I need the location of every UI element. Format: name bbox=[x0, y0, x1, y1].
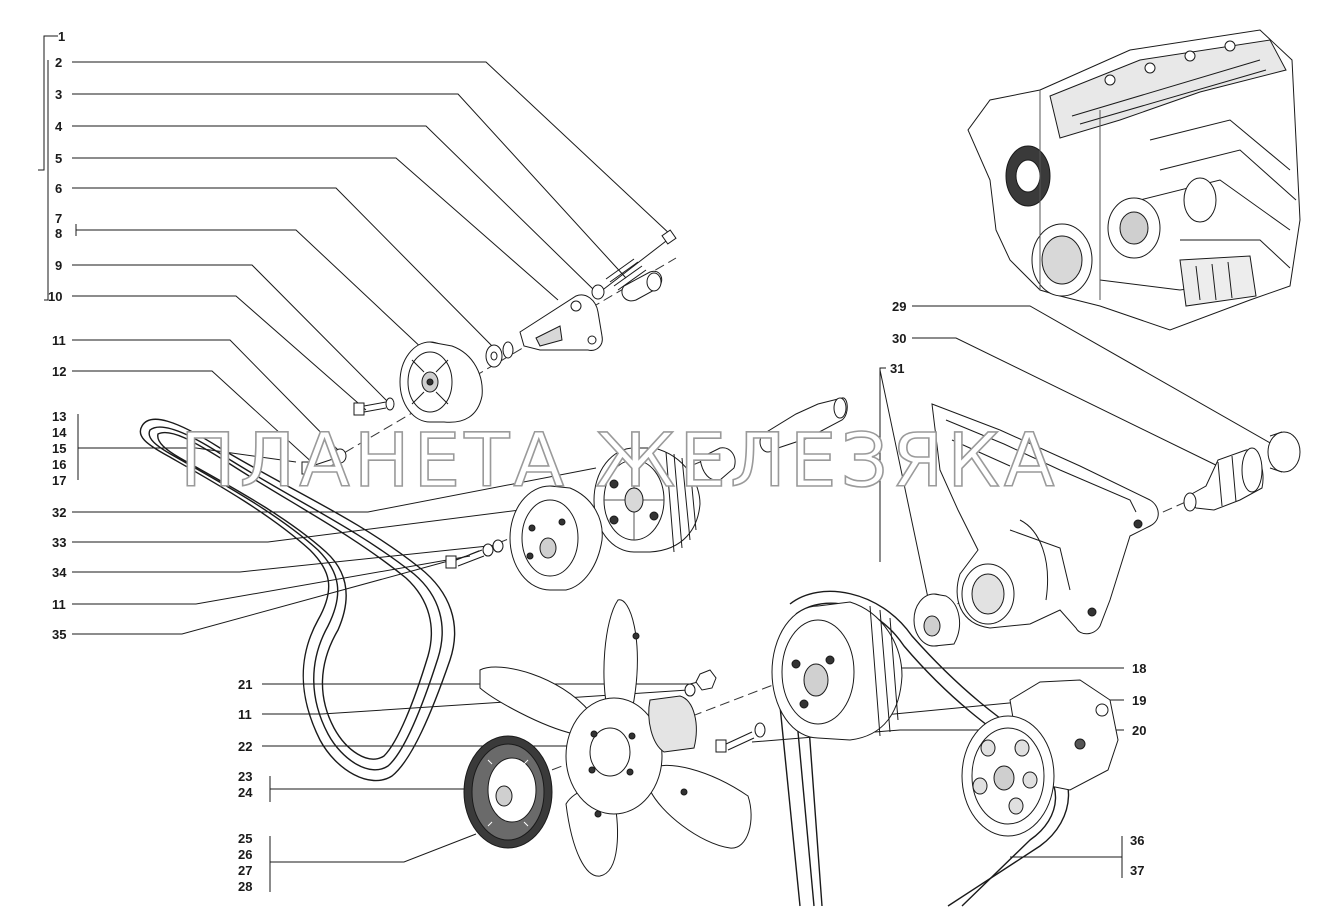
callout-label: 11 bbox=[238, 707, 252, 722]
callout-label: 34 bbox=[52, 565, 67, 580]
water-pump-pulley bbox=[715, 601, 903, 753]
crankshaft-pulley bbox=[593, 397, 848, 553]
callout-label: 10 bbox=[48, 289, 63, 304]
callout-label: 13 bbox=[52, 409, 67, 424]
callout-label: 33 bbox=[52, 535, 67, 550]
callout-label: 4 bbox=[55, 119, 63, 134]
callout-label: 21 bbox=[238, 677, 253, 692]
callout-label: 9 bbox=[55, 258, 63, 273]
callout-label: 1 bbox=[58, 29, 66, 44]
callout-label: 15 bbox=[52, 441, 67, 456]
callout-label: 27 bbox=[238, 863, 253, 878]
callout-label: 12 bbox=[52, 364, 67, 379]
callout-label: 22 bbox=[238, 739, 253, 754]
tensioner-assembly bbox=[301, 229, 677, 475]
pump-hub-flange bbox=[913, 593, 961, 647]
pump-pulley-33 bbox=[445, 485, 603, 591]
callout-label: 6 bbox=[55, 181, 63, 196]
callout-label: 26 bbox=[238, 847, 253, 862]
callout-label: 8 bbox=[55, 226, 63, 241]
callout-label: 20 bbox=[1132, 723, 1147, 738]
callout-label: 25 bbox=[238, 831, 253, 846]
fan-clutch bbox=[463, 735, 553, 849]
callout-label: 24 bbox=[238, 785, 253, 800]
callout-label: 35 bbox=[52, 627, 67, 642]
callout-label: 16 bbox=[52, 457, 67, 472]
callout-label: 5 bbox=[55, 151, 63, 166]
callout-label: 2 bbox=[55, 55, 63, 70]
watermark-text: ПЛАНЕТА ЖЕЛЕЗЯКА bbox=[179, 417, 1059, 505]
callout-label: 37 bbox=[1130, 863, 1145, 878]
callout-label: 11 bbox=[52, 597, 66, 612]
callout-label: 30 bbox=[892, 331, 907, 346]
callout-label: 3 bbox=[55, 87, 63, 102]
callout-label: 7 bbox=[55, 211, 63, 226]
callout-label: 31 bbox=[890, 361, 905, 376]
callout-label: 14 bbox=[52, 425, 67, 440]
callout-label: 18 bbox=[1132, 661, 1147, 676]
callout-label: 17 bbox=[52, 473, 67, 488]
callout-label: 23 bbox=[238, 769, 253, 784]
engine-overview bbox=[967, 29, 1301, 331]
callout-label: 32 bbox=[52, 505, 67, 520]
power-steering-pump bbox=[961, 679, 1119, 837]
water-pump-housing bbox=[931, 403, 1301, 635]
callout-label: 36 bbox=[1130, 833, 1145, 848]
callout-label: 28 bbox=[238, 879, 253, 894]
callout-label: 11 bbox=[52, 333, 66, 348]
callout-label: 19 bbox=[1132, 693, 1147, 708]
drive-belt-left bbox=[139, 418, 456, 782]
cooling-fan bbox=[479, 599, 752, 877]
callout-label: 29 bbox=[892, 299, 907, 314]
